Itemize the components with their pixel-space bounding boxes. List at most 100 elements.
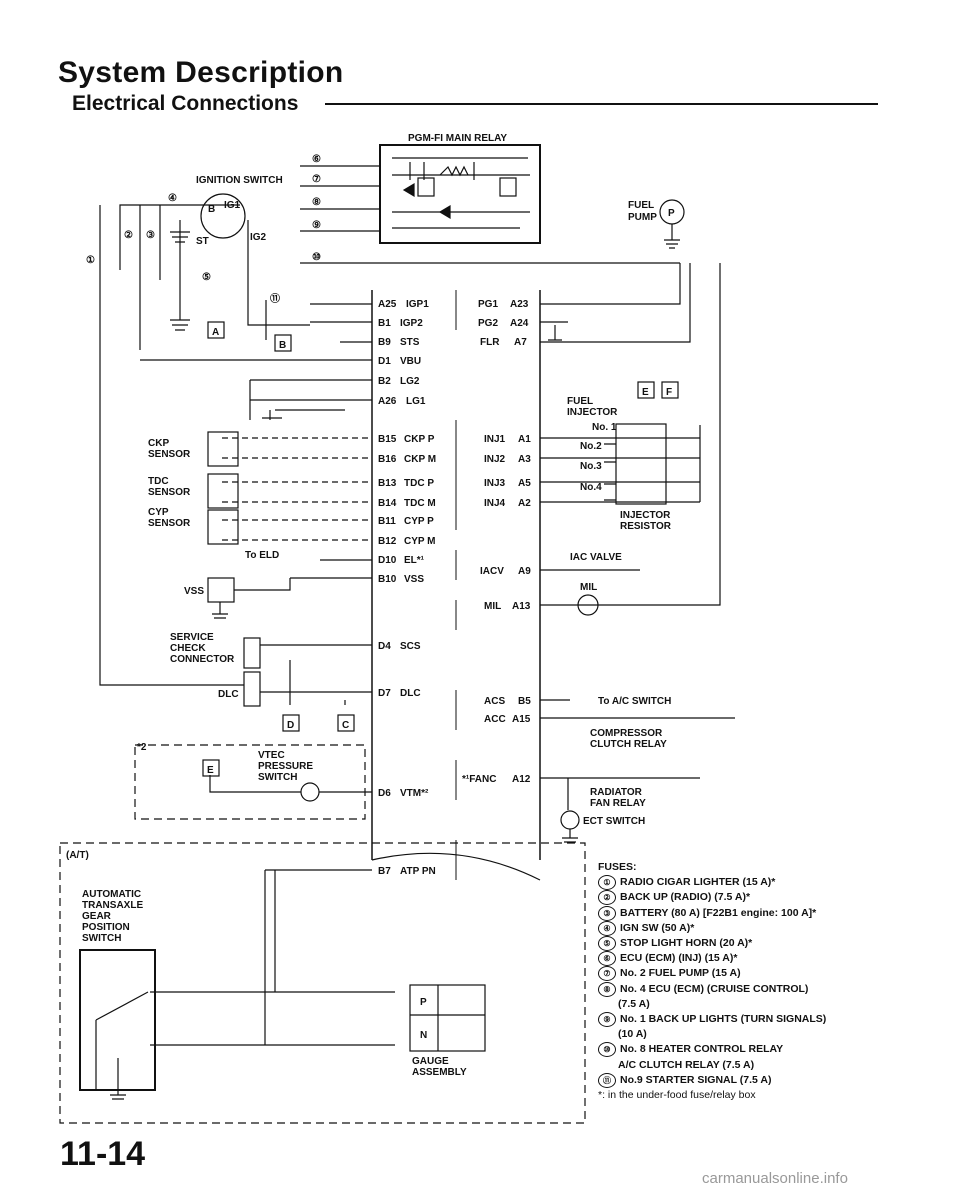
pin-b15: B15 [378, 434, 397, 445]
circle-10: ⑩ [312, 252, 321, 263]
ig-b-label: B [208, 204, 215, 215]
pin-d10: D10 [378, 555, 397, 566]
pin-inj4-name: INJ4 [484, 498, 506, 509]
dlc-connector [243, 671, 261, 707]
pin-b16-name: CKP M [404, 454, 436, 465]
circle-9: ⑨ [312, 220, 321, 231]
gauge-label-1: GAUGE [412, 1056, 449, 1067]
circle-4: ④ [168, 193, 177, 204]
ect-switch-label: ECT SWITCH [583, 816, 645, 827]
fuse-note: *: in the under-food fuse/relay box [598, 1089, 756, 1102]
pin-b15-name: CKP P [404, 434, 435, 445]
pin-fanc-name: *¹FANC [462, 774, 496, 785]
ignition-switch-circle [200, 193, 246, 239]
pin-b2-name: LG2 [400, 376, 420, 387]
fuel-injector-label: FUEL [567, 396, 593, 407]
tdc-label: TDC [148, 476, 169, 487]
pin-a5: A5 [518, 478, 531, 489]
inj-no2: No.2 [580, 441, 602, 452]
pin-b11: B11 [378, 516, 396, 527]
ground-a: A [212, 327, 219, 338]
pin-b7-name: ATP PN [400, 866, 436, 877]
pin-b13-name: TDC P [404, 478, 434, 489]
ig2-label: IG2 [250, 232, 267, 243]
pin-b14-name: TDC M [404, 498, 436, 509]
fuse-marker: ⑦ [598, 966, 616, 982]
ground-b: B [279, 340, 286, 351]
inj-no1: No. 1 [592, 422, 617, 433]
fuse-item: ③ BATTERY (80 A) [F22B1 engine: 100 A]* [598, 905, 898, 921]
main-relay-label: PGM-FI MAIN RELAY [408, 133, 507, 144]
pin-a3: A3 [518, 454, 531, 465]
pin-a2: A2 [518, 498, 531, 509]
pin-b10-name: VSS [404, 574, 424, 585]
fuse-text: BACK UP (RADIO) (7.5 A)* [620, 891, 751, 904]
ground-f: F [666, 387, 672, 398]
pin-inj2-name: INJ2 [484, 454, 506, 465]
ckp-label: CKP [148, 438, 169, 449]
fuse-marker: ⑧ [598, 981, 616, 997]
gauge-n: N [420, 1030, 427, 1041]
at-dashed-box [59, 842, 586, 1124]
fuel-injector-label-2: INJECTOR [567, 407, 618, 418]
pin-b1: B1 [378, 318, 391, 329]
fuse-marker: ⑤ [598, 936, 616, 952]
pin-d4: D4 [378, 641, 391, 652]
inj-no4: No.4 [580, 482, 602, 493]
circle-2: ② [124, 230, 133, 241]
pin-a12: A12 [512, 774, 531, 785]
pin-flr-name: FLR [480, 337, 500, 348]
to-ac-label: To A/C SWITCH [598, 696, 671, 707]
fuse-marker: ④ [598, 920, 616, 936]
pin-pg1-name: PG1 [478, 299, 498, 310]
pin-b9: B9 [378, 337, 391, 348]
compressor-label-2: CLUTCH RELAY [590, 739, 667, 750]
at-label-3: GEAR [82, 911, 112, 922]
pin-inj1-name: INJ1 [484, 434, 506, 445]
service-check-connector [243, 637, 261, 669]
at-label-2: TRANSAXLE [82, 900, 143, 911]
ignition-switch-label: IGNITION SWITCH [196, 175, 283, 186]
fuse-marker: ③ [598, 905, 616, 921]
fuse-marker: ① [598, 875, 616, 891]
fuse-text: BATTERY (80 A) [F22B1 engine: 100 A]* [620, 906, 817, 919]
service-label-1: SERVICE [170, 632, 214, 643]
section-subtitle: Electrical Connections [72, 92, 299, 115]
pin-pg2-name: PG2 [478, 318, 498, 329]
ckp-label-2: SENSOR [148, 449, 191, 460]
gauge-assembly-box [409, 984, 486, 1052]
radiator-label-2: FAN RELAY [590, 798, 646, 809]
at-label: (A/T) [66, 850, 89, 861]
page-title: System Description [58, 56, 344, 89]
circle-5: ⑤ [202, 272, 211, 283]
fuel-pump-p: P [668, 208, 675, 219]
tdc-sensor-box [207, 473, 239, 509]
service-label-3: CONNECTOR [170, 654, 235, 665]
pin-a15: A15 [512, 714, 531, 725]
fuse-text: No. 8 HEATER CONTROL RELAY [620, 1043, 784, 1056]
circle-6: ⑥ [312, 154, 321, 165]
pin-mil-name: MIL [484, 601, 501, 612]
iac-valve-label: IAC VALVE [570, 552, 622, 563]
pin-b5: B5 [518, 696, 531, 707]
pin-b12-name: CYP M [404, 536, 436, 547]
subtitle-rule [325, 103, 878, 105]
at-label-4: POSITION [82, 922, 130, 933]
page-number: 11-14 [60, 1135, 146, 1173]
fuse-text: No. 4 ECU (ECM) (CRUISE CONTROL) [620, 982, 809, 995]
pin-b9-name: STS [400, 337, 420, 348]
pin-a13: A13 [512, 601, 531, 612]
st-label: ST [196, 236, 209, 247]
pin-d1-name: VBU [400, 356, 421, 367]
mil-lamp [577, 594, 599, 616]
pin-d10-name: EL*¹ [404, 555, 425, 566]
vtec-star2: *2 [137, 742, 147, 753]
fuse-text-cont: A/C CLUTCH RELAY (7.5 A) [618, 1058, 755, 1071]
service-label-2: CHECK [170, 643, 206, 654]
pin-a25-name: IGP1 [406, 299, 429, 310]
